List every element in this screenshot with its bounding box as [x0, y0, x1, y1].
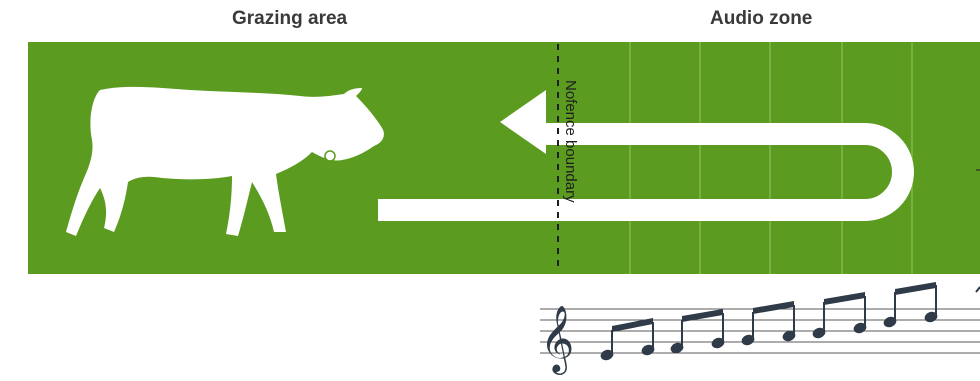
treble-clef-icon: 𝄞 — [540, 304, 574, 375]
edge-note-mark — [976, 287, 980, 292]
boundary-label: Nofence boundary — [562, 80, 579, 203]
eighth-note-pairs-icon — [600, 282, 938, 361]
music-staff — [540, 309, 980, 353]
